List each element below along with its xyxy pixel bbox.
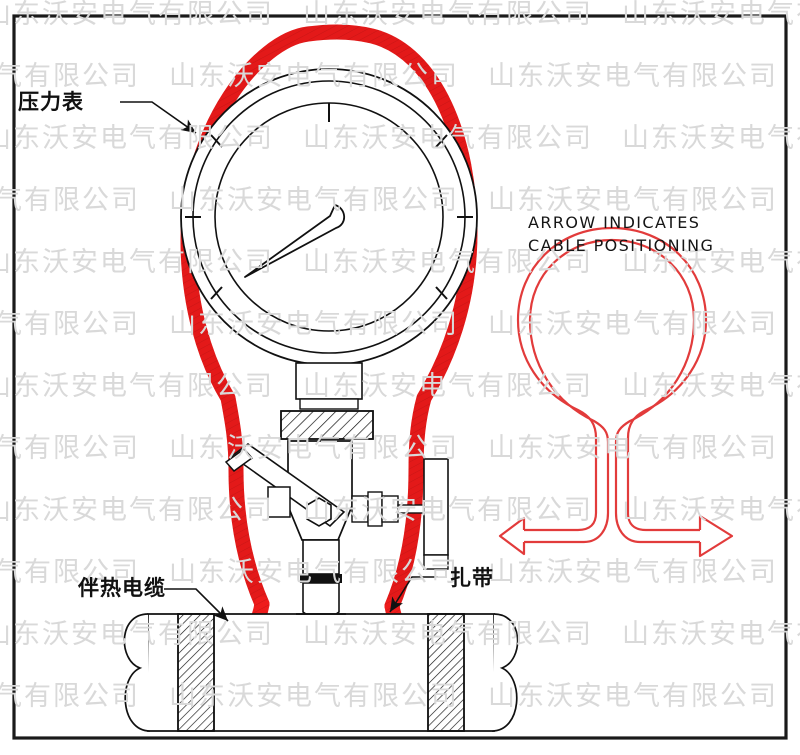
cable-routing-schematic — [498, 226, 734, 558]
leader-cable-tie — [389, 576, 438, 613]
gauge-stem-assembly — [280, 362, 374, 440]
leader-lines — [120, 101, 438, 622]
hatched-union-nut — [280, 410, 374, 440]
valve-body — [224, 440, 353, 620]
figure-border — [12, 14, 788, 740]
leader-heat-trace-cable — [164, 588, 229, 622]
valve-left-boss — [267, 486, 291, 518]
leader-pressure-gauge — [120, 101, 197, 134]
gauge-tick-marks — [185, 103, 473, 300]
cable-tie-left — [177, 613, 215, 732]
pressure-gauge — [180, 68, 478, 366]
hex-nut — [306, 497, 332, 527]
gauge-needle — [244, 204, 346, 278]
cable-tie-right — [427, 613, 465, 732]
valve-handle-bar — [423, 458, 449, 556]
valve-handle-assembly — [351, 458, 449, 570]
instrument-pipe — [123, 613, 519, 732]
